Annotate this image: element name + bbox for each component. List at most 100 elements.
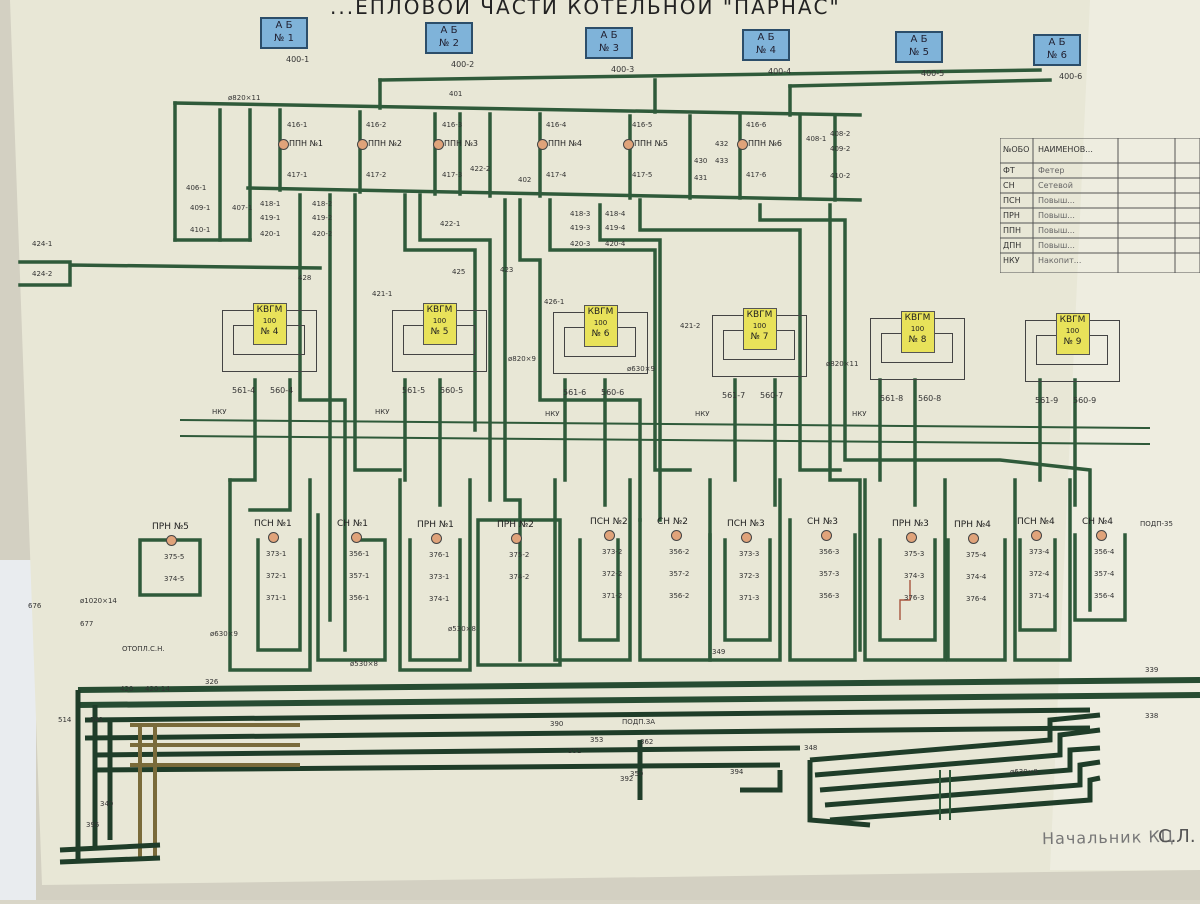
valve-tag: 418-3 — [570, 210, 591, 218]
lower-pump-tag: 356-4 — [1094, 548, 1115, 556]
lower-pump-tag: 371-3 — [739, 594, 760, 602]
pump-in-tag: 416-2 — [366, 121, 387, 129]
lower-pump-icon — [1031, 530, 1042, 541]
lower-pump-tag: 356-2 — [669, 548, 690, 556]
boiler-inlet-tag: 561-7 — [722, 391, 746, 400]
accumulator-box: А Б № 5 — [895, 31, 943, 63]
lower-pump-icon — [166, 535, 177, 546]
accumulator-number: № 2 — [439, 38, 459, 49]
table-row-name: Повыш... — [1038, 196, 1075, 205]
lower-pump-icon — [351, 532, 362, 543]
accumulator-label: А Б — [1048, 37, 1066, 48]
left-strip — [0, 560, 36, 900]
accumulator-label: А Б — [910, 34, 928, 45]
lower-pump-tag: 375-3 — [904, 550, 925, 558]
lower-pump-tag: 373-1 — [429, 573, 450, 581]
lower-pump-label: СН №4 — [1082, 517, 1113, 527]
pump-out-tag: 417-3 — [442, 171, 463, 179]
accumulator-number: № 1 — [274, 33, 294, 44]
accumulator-number: № 4 — [756, 45, 776, 56]
accumulator-valve-tag: 400-3 — [611, 65, 635, 74]
diagram-tag: 677 — [80, 620, 94, 628]
pump-label: ППН №1 — [289, 139, 323, 148]
boiler-model: КВГМ — [1059, 315, 1086, 325]
boiler-number: № 9 — [1063, 337, 1082, 347]
lower-pump-label: ПСН №1 — [254, 519, 292, 529]
accumulator-number: № 3 — [599, 43, 619, 54]
boiler-outlet-tag: 560-4 — [270, 386, 294, 395]
main-header-pipe — [173, 101, 862, 117]
lower-pump-icon — [821, 530, 832, 541]
table-row-name: Повыш... — [1038, 241, 1075, 250]
diagram-tag: ОТОПЛ.С.Н. — [122, 645, 165, 653]
lower-pump-tag: 371-2 — [602, 592, 623, 600]
lower-pump-label: ПРН №3 — [892, 519, 929, 529]
valve-tag: 431 — [694, 174, 708, 182]
table-row-code: ДПН — [1003, 241, 1022, 250]
valve-tag: 420-3 — [570, 240, 591, 248]
diagram-tag: ПОДП.ЗА — [622, 718, 656, 726]
valve-tag: ø820×11 — [228, 94, 261, 102]
table-row-code: ППН — [1003, 226, 1022, 235]
lower-pump-tag: 371-4 — [1029, 592, 1050, 600]
boiler-inlet-tag: 561-4 — [232, 386, 256, 395]
lower-pump-icon — [268, 532, 279, 543]
accumulator-number: № 5 — [909, 47, 929, 58]
red-line — [899, 580, 911, 620]
diagram-tag: ПОДП-35 — [1140, 520, 1173, 528]
table-row-code: ПСН — [1003, 196, 1021, 205]
lower-pump-label: СН №3 — [807, 517, 838, 527]
pump-out-tag: 417-1 — [287, 171, 308, 179]
lower-pump-tag: 373-1 — [266, 550, 287, 558]
lower-pump-tag: 372-3 — [739, 572, 760, 580]
lower-pump-tag: 376-3 — [904, 594, 925, 602]
boiler-outlet-tag: 560-8 — [918, 394, 942, 403]
boiler-model: КВГМ — [904, 313, 931, 323]
table-header-2: НАИМЕНОВ... — [1038, 145, 1093, 154]
diagram-tag: 338 — [1145, 712, 1159, 720]
lower-pump-tag: 356-3 — [819, 592, 840, 600]
lower-pump-tag: 374-2 — [509, 573, 530, 581]
lower-pump-tag: 373-2 — [602, 548, 623, 556]
accumulator-valve-tag: 400-4 — [768, 67, 792, 76]
lower-pump-label: ПСН №3 — [727, 519, 765, 529]
diagram-tag: 349 — [712, 648, 726, 656]
boiler-model: КВГМ — [256, 305, 283, 315]
valve-tag: 409-2 — [830, 145, 851, 153]
lower-pump-tag: 373-4 — [1029, 548, 1050, 556]
lower-collectors — [59, 677, 1200, 865]
table-row-name: Накопит... — [1038, 256, 1082, 265]
diagram-tag: 362 — [640, 738, 654, 746]
diagram-tag: 341 — [90, 716, 104, 724]
second-header-pipe — [246, 186, 862, 202]
lower-pump-icon — [1096, 530, 1107, 541]
boiler-number: № 6 — [591, 329, 610, 339]
boiler-power: 100 — [910, 325, 925, 333]
valve-tag: 401 — [449, 90, 463, 98]
boiler-model: КВГМ — [746, 310, 773, 320]
pipe-seg — [788, 78, 1052, 88]
pump-icon — [537, 139, 548, 150]
lower-pump-tag: 375-4 — [966, 551, 987, 559]
lower-pump-tag: 375-2 — [509, 551, 530, 559]
lower-pump-icon — [511, 533, 522, 544]
diagram-tag: НКУ — [695, 410, 710, 418]
table-row-name: Повыш... — [1038, 211, 1075, 220]
diagram-tag: 514 — [58, 716, 72, 724]
lower-pump-tag: 374-1 — [429, 595, 450, 603]
lower-pump-label: ПРН №2 — [497, 520, 534, 530]
lower-pump-tag: 372-2 — [602, 570, 623, 578]
diagram-tag: ø530×8 — [448, 625, 476, 633]
valve-tag: 402 — [518, 176, 532, 184]
boiler-power: 100 — [752, 322, 767, 330]
